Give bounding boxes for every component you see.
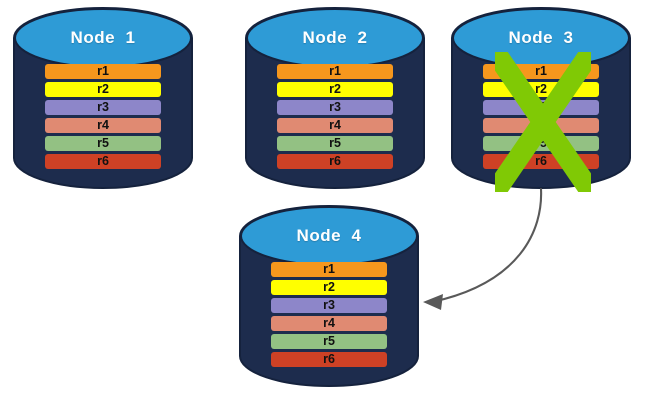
replica-label: r4 xyxy=(329,118,341,133)
replica-label: r6 xyxy=(329,154,341,169)
node-1-replica-r3[interactable]: r3 xyxy=(45,100,161,115)
node-4-replica-r5[interactable]: r5 xyxy=(271,334,387,349)
replica-label: r2 xyxy=(323,280,335,295)
node-4-replica-list: r1 r2 r3 r4 r5 r6 xyxy=(240,262,418,367)
replica-label: r2 xyxy=(97,82,109,97)
replica-label: r5 xyxy=(97,136,109,151)
node-4-replica-r3[interactable]: r3 xyxy=(271,298,387,313)
node-2-replica-r6[interactable]: r6 xyxy=(277,154,393,169)
node-4-replica-r6[interactable]: r6 xyxy=(271,352,387,367)
node-1-replica-r6[interactable]: r6 xyxy=(45,154,161,169)
node-4-replica-r4[interactable]: r4 xyxy=(271,316,387,331)
replica-label: r6 xyxy=(97,154,109,169)
node-1-replica-list: r1 r2 r3 r4 r5 r6 xyxy=(14,64,192,169)
replica-label: r3 xyxy=(329,100,341,115)
replica-label: r2 xyxy=(329,82,341,97)
replica-label: r1 xyxy=(323,262,335,277)
node-4-replica-r1[interactable]: r1 xyxy=(271,262,387,277)
node-2-replica-r4[interactable]: r4 xyxy=(277,118,393,133)
node-2-replica-r1[interactable]: r1 xyxy=(277,64,393,79)
node-1-replica-r4[interactable]: r4 xyxy=(45,118,161,133)
node-2-replica-r5[interactable]: r5 xyxy=(277,136,393,151)
node-1-replica-r5[interactable]: r5 xyxy=(45,136,161,151)
replica-label: r1 xyxy=(97,64,109,79)
migration-arrow-line xyxy=(430,187,543,304)
node-4-replica-r2[interactable]: r2 xyxy=(271,280,387,295)
node-2-replica-list: r1 r2 r3 r4 r5 r6 xyxy=(246,64,424,169)
node-1-replica-r2[interactable]: r2 xyxy=(45,82,161,97)
migration-arrow-head xyxy=(423,294,443,310)
replica-label: r6 xyxy=(323,352,335,367)
replica-label: r4 xyxy=(323,316,335,331)
replica-label: r3 xyxy=(97,100,109,115)
node-2-replica-r2[interactable]: r2 xyxy=(277,82,393,97)
replica-label: r4 xyxy=(97,118,109,133)
replica-label: r1 xyxy=(329,64,341,79)
node-1-replica-r1[interactable]: r1 xyxy=(45,64,161,79)
replica-label: r5 xyxy=(323,334,335,349)
node-2-replica-r3[interactable]: r3 xyxy=(277,100,393,115)
replica-label: r5 xyxy=(329,136,341,151)
replica-label: r3 xyxy=(323,298,335,313)
